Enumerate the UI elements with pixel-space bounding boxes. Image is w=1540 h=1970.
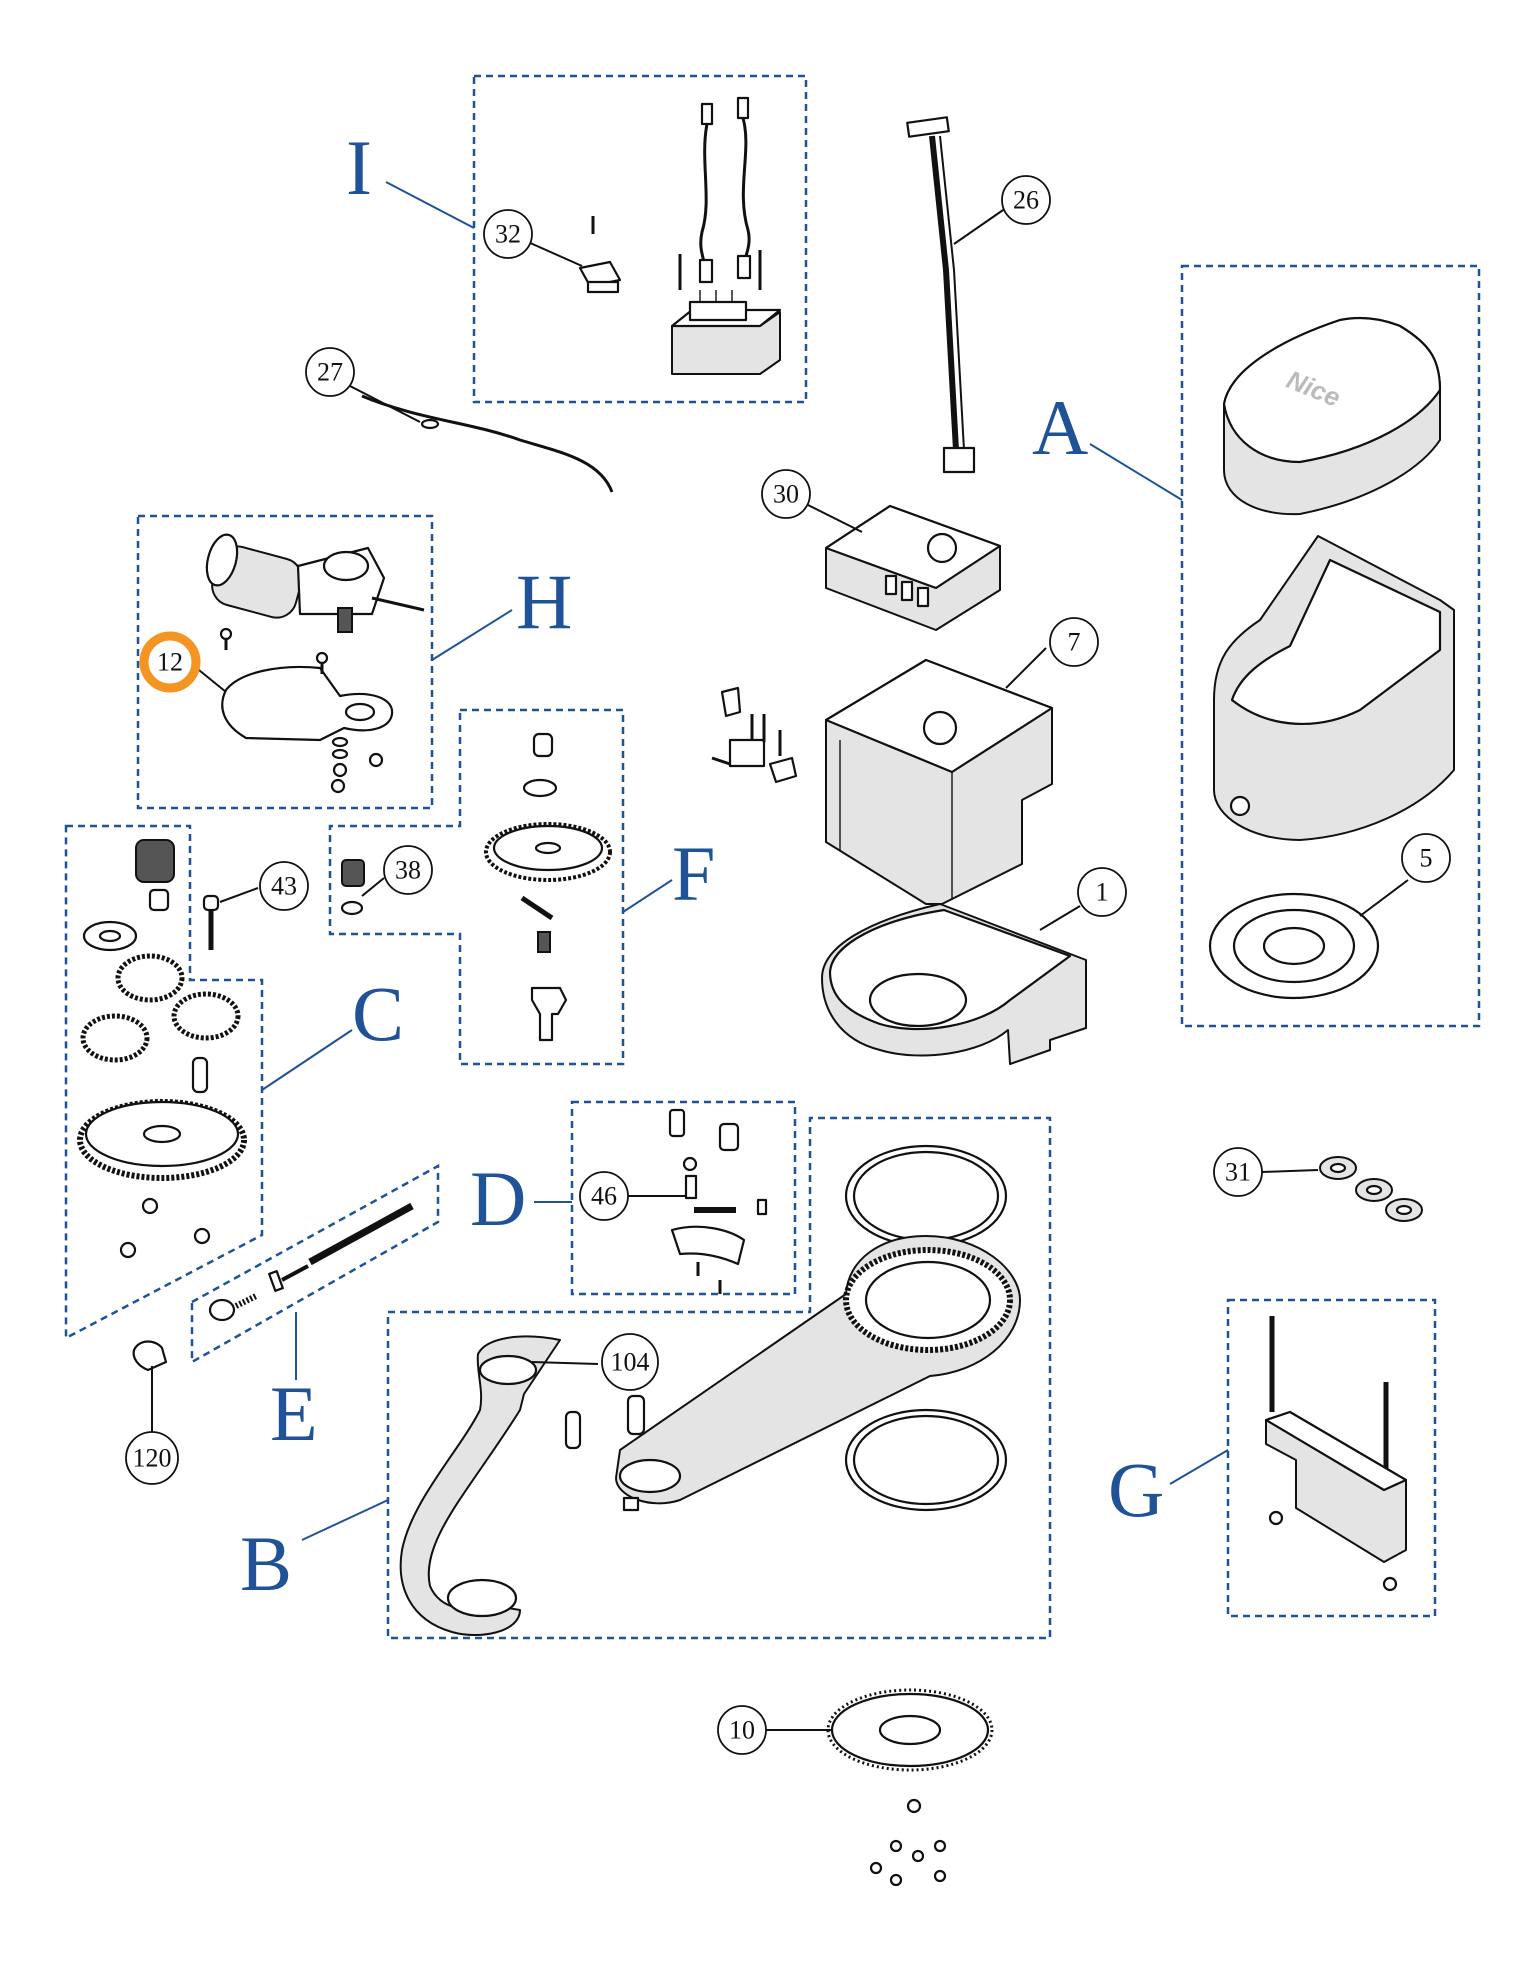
main-gear-part: [484, 732, 612, 1042]
callout-26: 26: [1001, 175, 1051, 225]
pinion-part: [340, 859, 365, 916]
svg-text:32: 32: [495, 220, 521, 249]
svg-text:27: 27: [317, 358, 343, 387]
mounting-bracket-part: [1264, 1316, 1408, 1592]
leader-G: [1169, 1449, 1229, 1485]
callout-leader-27: [349, 385, 421, 423]
callout-27: 27: [305, 347, 355, 397]
callout-31: 31: [1213, 1147, 1263, 1197]
svg-text:43: 43: [271, 872, 297, 901]
callout-5: 5: [1401, 833, 1451, 883]
transformer-part: [670, 290, 782, 375]
group-box-A: [1180, 264, 1481, 1028]
gear-housing-part: [824, 658, 1054, 905]
group-label-F: F: [672, 830, 715, 917]
motor-part: [205, 533, 425, 633]
ribbon-cable-part: [906, 116, 976, 474]
callout-7: 7: [1049, 617, 1099, 667]
limit-bracket-part: [668, 1108, 768, 1294]
base-part: [821, 903, 1087, 1065]
callout-leader-5: [1359, 879, 1409, 917]
callout-leader-38: [361, 877, 385, 897]
svg-text:46: 46: [591, 1182, 617, 1211]
svg-text:120: 120: [133, 1444, 172, 1473]
svg-text:31: 31: [1225, 1158, 1251, 1187]
leader-A: [1089, 443, 1183, 501]
control-board-part: [824, 504, 1002, 631]
callout-leader-1: [1039, 905, 1081, 931]
svg-text:12: 12: [157, 648, 183, 677]
callout-12-highlight: [139, 631, 201, 693]
leader-C: [261, 1029, 353, 1091]
group-box-F: [328, 708, 625, 1066]
arm-assembly-part: [399, 1144, 1021, 1636]
callout-38: 38: [383, 845, 433, 895]
svg-text:1: 1: [1096, 878, 1109, 907]
svg-text:104: 104: [611, 1348, 650, 1377]
callout-46: 46: [579, 1171, 629, 1221]
callout-leader-7: [1005, 647, 1047, 689]
group-box-H: [136, 514, 434, 810]
leader-H: [431, 609, 513, 661]
callout-30: 30: [761, 469, 811, 519]
callout-leader-31: [1261, 1169, 1319, 1173]
limit-switch-hardware-part: [711, 686, 798, 784]
group-label-G: G: [1108, 1446, 1164, 1533]
lid-disc-part: [1208, 892, 1380, 1000]
callout-120: 120: [125, 1431, 179, 1485]
enclosure-part: [1213, 535, 1455, 841]
gear-train-part: [77, 839, 247, 1259]
svg-text:5: 5: [1420, 844, 1433, 873]
group-box-E: [190, 1163, 440, 1365]
group-box-D: [570, 1100, 797, 1296]
motor-screws-part: [219, 627, 384, 794]
callout-leader-104: [531, 1361, 599, 1365]
svg-text:26: 26: [1013, 186, 1039, 215]
group-label-A: A: [1032, 384, 1088, 471]
release-shaft-part: [208, 1202, 414, 1322]
long-pin-part: [202, 894, 220, 950]
callout-104: 104: [601, 1333, 659, 1391]
group-label-I: I: [346, 124, 372, 211]
group-box-B: [386, 1116, 1052, 1640]
group-box-I: [472, 74, 808, 404]
encoder-disc-part: [826, 1688, 994, 1887]
group-label-E: E: [270, 1370, 318, 1457]
leader-F: [622, 879, 673, 913]
leader-B: [301, 1499, 389, 1541]
group-box-G: [1226, 1298, 1437, 1618]
group-label-B: B: [240, 1520, 292, 1607]
leader-I: [385, 181, 475, 229]
bushings-part: [1319, 1156, 1423, 1222]
callout-leader-32: [527, 241, 583, 267]
svg-text:38: 38: [395, 856, 421, 885]
antenna-wire-knot: [420, 418, 440, 430]
svg-text:10: 10: [729, 1716, 755, 1745]
callout-32: 32: [483, 209, 533, 259]
svg-text:7: 7: [1068, 628, 1081, 657]
top-cover-part: Nice: [1222, 316, 1442, 516]
callout-12: 12: [139, 631, 201, 693]
callout-leader-30: [805, 503, 863, 533]
callout-leader-26: [953, 207, 1007, 245]
group-label-H: H: [516, 558, 572, 645]
group-label-D: D: [470, 1155, 526, 1242]
callout-43: 43: [259, 861, 309, 911]
connector-block-part: [578, 216, 622, 294]
callout-1: 1: [1077, 867, 1127, 917]
callout-10: 10: [717, 1705, 767, 1755]
group-box-C: [64, 824, 264, 1341]
antenna-wire-part: [361, 394, 614, 493]
callout-leader-43: [219, 887, 259, 903]
release-key-part: [132, 1340, 168, 1372]
gasket-part: [221, 665, 394, 742]
group-label-C: C: [352, 970, 404, 1057]
wire-pair-part: [678, 96, 762, 290]
svg-text:30: 30: [773, 480, 799, 509]
